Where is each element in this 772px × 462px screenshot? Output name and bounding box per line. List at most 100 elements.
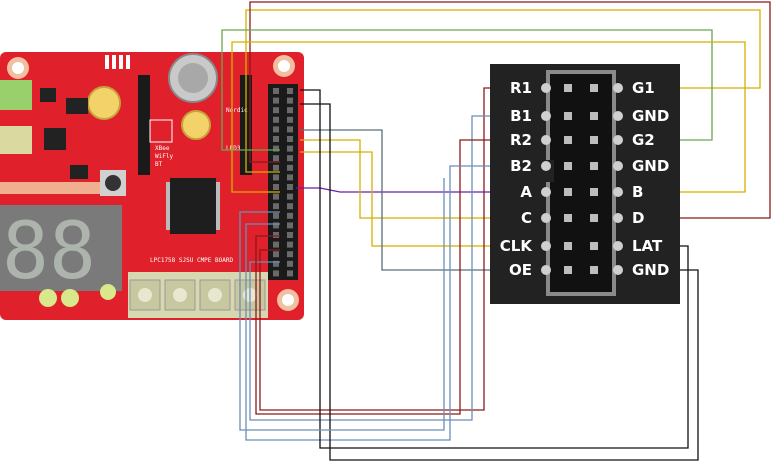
pad — [112, 55, 116, 69]
connector-right-label: GND — [632, 157, 669, 175]
bt-label: BT — [155, 161, 163, 168]
connector-pin — [564, 112, 572, 120]
header-pin — [287, 116, 293, 123]
header-pin — [273, 212, 279, 219]
header-pin — [273, 184, 279, 190]
connector-right-label: GND — [632, 261, 669, 279]
connector-pin — [590, 112, 598, 120]
wire-d — [249, 1, 771, 219]
connector-left-label: A — [520, 183, 532, 201]
header-pin — [273, 116, 279, 123]
header-pin — [287, 155, 293, 162]
header-pin — [287, 270, 293, 277]
header-pin — [287, 260, 293, 267]
pad — [126, 55, 130, 69]
connector-left-label: B2 — [510, 157, 532, 175]
header-pin — [287, 164, 293, 171]
connector-pin — [590, 266, 598, 274]
header-pin — [273, 232, 279, 238]
pin-marker — [541, 135, 551, 145]
svg-text:88: 88 — [2, 207, 96, 297]
connector-left-label: R2 — [510, 131, 532, 149]
connector-pin — [590, 188, 598, 196]
push-button — [100, 170, 126, 196]
led — [61, 289, 79, 307]
header-pin — [273, 193, 279, 200]
wire-oe — [300, 129, 548, 271]
connector-left-label: R1 — [510, 79, 532, 97]
connector-left-label: C — [521, 209, 532, 227]
coin-battery — [168, 53, 218, 103]
connector-key — [544, 160, 554, 182]
nordic-label: Nordic — [226, 107, 248, 114]
wire-b — [231, 41, 746, 193]
header-strip — [138, 75, 150, 175]
header-pin — [273, 155, 279, 162]
pin-marker — [613, 265, 623, 275]
pin-marker — [541, 83, 551, 93]
connector-pin — [590, 242, 598, 250]
xbee-silkscreen: XBee WiFly BT — [149, 119, 173, 168]
pad — [119, 55, 123, 69]
connector-pin — [564, 214, 572, 222]
connector-left-label: CLK — [500, 237, 534, 255]
pin-marker — [613, 135, 623, 145]
small-chip — [40, 88, 56, 102]
wire-b2 — [245, 165, 548, 441]
header-pin — [273, 241, 279, 248]
header-pin — [273, 97, 279, 104]
pin-marker — [541, 265, 551, 275]
header-pin — [273, 251, 279, 258]
wire-g1 — [245, 9, 761, 173]
gpio-header — [268, 84, 298, 280]
header-pin — [273, 164, 279, 171]
pin-marker — [541, 111, 551, 121]
capacitor — [87, 86, 121, 120]
mounting-hole — [7, 57, 29, 79]
connector-pin — [564, 242, 572, 250]
connector-right-label: GND — [632, 107, 669, 125]
wires — [221, 1, 771, 461]
connector-pin — [590, 136, 598, 144]
connector-right-label: D — [632, 209, 644, 227]
connector-pin — [590, 84, 598, 92]
header-pin — [287, 241, 293, 248]
small-chip — [70, 165, 88, 179]
mcu-chip — [166, 178, 220, 234]
connector-pin — [564, 162, 572, 170]
connector-pins — [541, 83, 623, 275]
board-model-label: LPC1758 SJSU CMPE BOARD — [150, 257, 233, 264]
connector-right-label: LAT — [632, 237, 663, 255]
capacitor — [181, 110, 211, 140]
header-pin — [273, 174, 279, 181]
connector-right-label: G2 — [632, 131, 655, 149]
pin-marker — [613, 241, 623, 251]
button-row — [128, 272, 268, 318]
header-pin — [287, 184, 293, 190]
pin-marker — [613, 161, 623, 171]
header-pin — [273, 88, 279, 94]
connector-left-label: B1 — [510, 107, 532, 125]
mounting-hole — [277, 289, 299, 311]
connector-pin — [564, 136, 572, 144]
wire-aux — [239, 178, 445, 431]
connector-right-label: B — [632, 183, 643, 201]
header-pin — [287, 97, 293, 104]
wire-gnd — [300, 103, 699, 461]
pin-marker — [613, 187, 623, 197]
pin-marker — [613, 83, 623, 93]
connector-right-label: G1 — [632, 79, 655, 97]
header-pin — [287, 145, 293, 152]
wire-r2 — [255, 139, 548, 415]
header-pin — [273, 203, 279, 210]
header-pin — [287, 222, 293, 229]
connector-pin — [590, 162, 598, 170]
xbee-label: XBee — [155, 145, 170, 152]
connector-pin — [564, 266, 572, 274]
header-pin — [287, 212, 293, 219]
connector-block — [0, 126, 32, 154]
pin-marker — [613, 213, 623, 223]
pin-marker — [541, 187, 551, 197]
header-pin — [287, 174, 293, 181]
